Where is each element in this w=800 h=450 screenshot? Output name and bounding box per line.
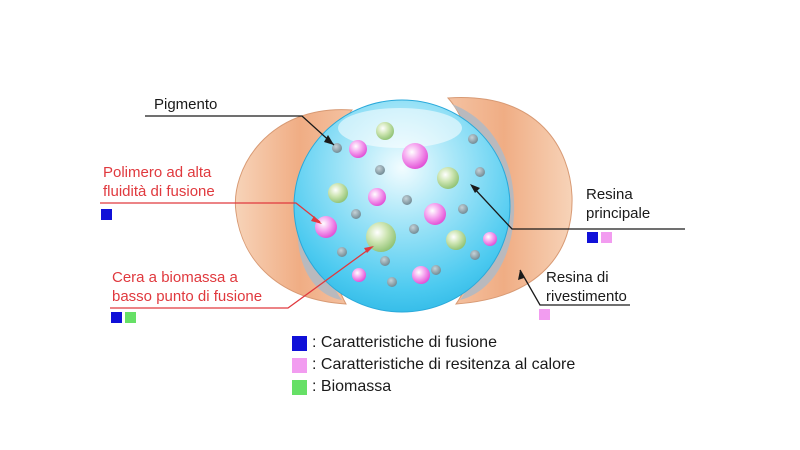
main-resin-melt-marker bbox=[587, 232, 598, 243]
leader-lines bbox=[100, 115, 685, 309]
coating-heat-marker bbox=[539, 309, 550, 320]
main-resin-heat-marker bbox=[601, 232, 612, 243]
polymer-melt-marker bbox=[101, 209, 112, 220]
main-resin-label-line1: Resina bbox=[586, 186, 633, 203]
wax-biomass-marker bbox=[125, 312, 136, 323]
legend-text-melt: : Caratteristiche di fusione bbox=[312, 334, 497, 351]
coating-label-line2: rivestimento bbox=[546, 288, 627, 305]
pigment-particles bbox=[332, 134, 485, 287]
wax-melt-marker bbox=[111, 312, 122, 323]
polymer-leader bbox=[100, 202, 321, 223]
pigment-leader bbox=[145, 115, 335, 146]
main-resin-sphere bbox=[293, 99, 511, 313]
legend-swatch-melt bbox=[292, 335, 307, 351]
legend-text-heat: : Caratteristiche di resitenza al calore bbox=[312, 356, 576, 373]
polymer-label-line2: fluidità di fusione bbox=[103, 183, 215, 200]
leader-arrowheads bbox=[311, 135, 524, 280]
legend-swatch-heat bbox=[292, 357, 307, 373]
wax-leader bbox=[110, 246, 373, 309]
wax-label-line2: basso punto di fusione bbox=[112, 288, 263, 305]
legend-item-melt: : Caratteristiche di fusione bbox=[292, 333, 497, 353]
coating-leader bbox=[519, 269, 630, 306]
pigment-label: Pigmento bbox=[154, 96, 218, 113]
main-resin-label-line2: principale bbox=[586, 205, 651, 222]
sphere-highlight bbox=[338, 108, 462, 148]
polymer-label-line1: Polimero ad alta bbox=[103, 164, 212, 181]
wax-particles bbox=[328, 122, 466, 252]
legend-text-biomass: : Biomassa bbox=[312, 378, 392, 395]
wax-label-line1: Cera a biomassa a bbox=[112, 269, 238, 286]
legend-swatch-biomass bbox=[292, 379, 307, 395]
legend-item-heat: : Caratteristiche di resitenza al calore bbox=[292, 355, 575, 375]
coating-label-line1: Resina di bbox=[546, 269, 609, 286]
legend-item-biomass: : Biomassa bbox=[292, 377, 391, 397]
polymer-particles bbox=[315, 140, 497, 284]
main-resin-leader bbox=[471, 185, 685, 230]
